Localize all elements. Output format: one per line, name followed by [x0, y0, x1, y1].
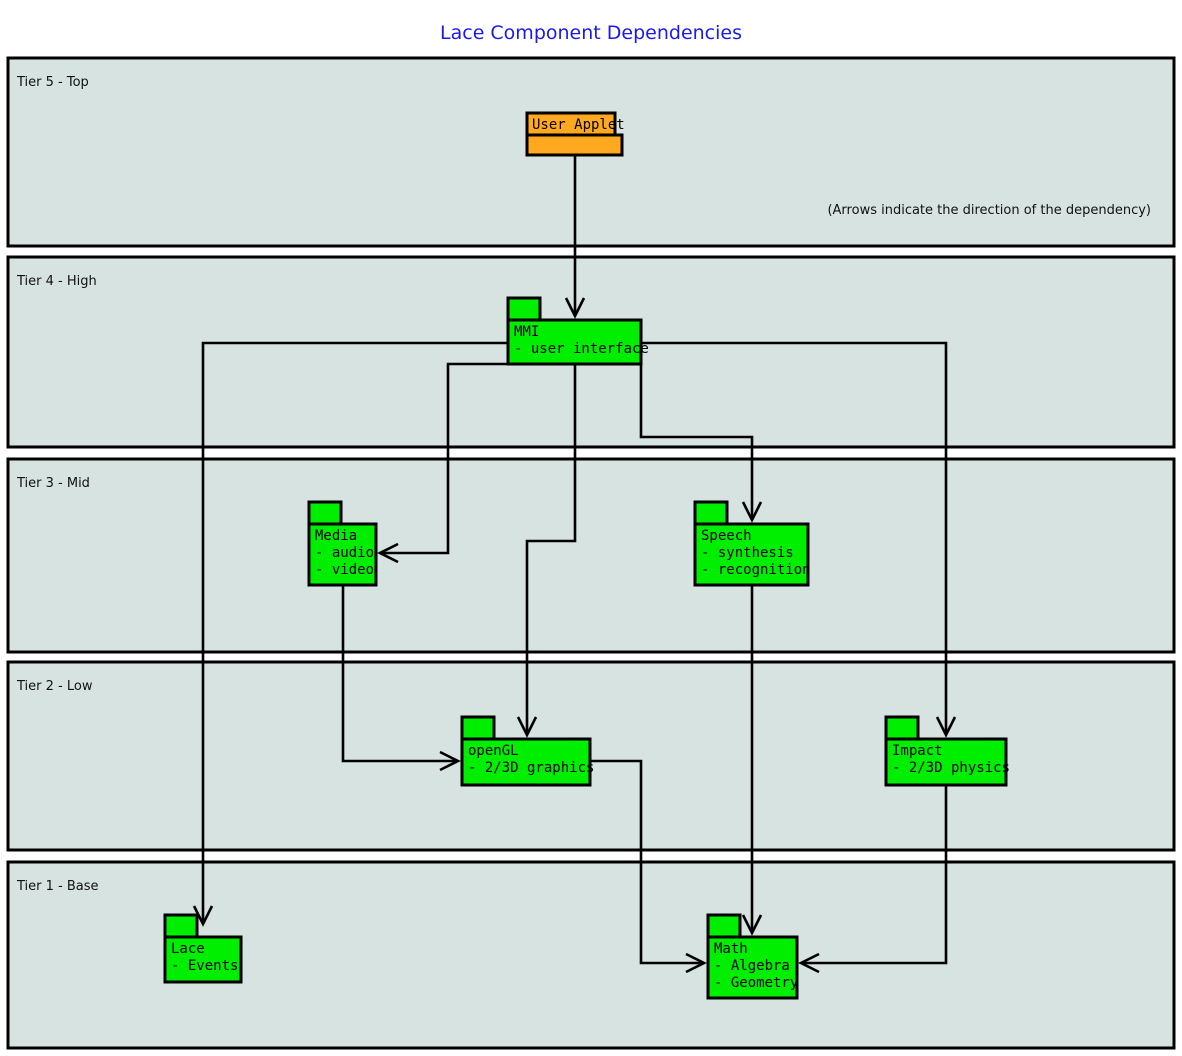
component-tab: [307, 500, 343, 526]
component-detail-line: - synthesis: [701, 545, 794, 561]
component-label: Impact: [892, 743, 943, 759]
component-body: [307, 522, 378, 587]
dependency-impact-to-math: [798, 785, 948, 974]
dependency-line: [201, 341, 508, 924]
component-body: [525, 133, 624, 157]
component-detail-line: - 2/3D graphics: [468, 760, 594, 776]
component-label: Media: [315, 528, 357, 544]
dependency-arrowhead: [564, 297, 586, 319]
component-user-applet[interactable]: User Applet: [525, 111, 625, 157]
component-detail-line: - 2/3D physics: [892, 760, 1010, 776]
component-label: User Applet: [532, 117, 625, 133]
dependency-arrowhead: [439, 750, 461, 772]
component-tab: [706, 913, 742, 939]
component-detail-line: - Algebra: [714, 958, 790, 974]
dependency-mmi-to-lace: [192, 341, 508, 927]
component-mmi[interactable]: MMI- user interface: [506, 296, 649, 366]
component-tab: [506, 296, 542, 322]
component-detail-line: - user interface: [514, 341, 649, 357]
tier-label: Tier 4 - High: [16, 274, 97, 289]
component-label: Lace: [171, 941, 205, 957]
component-label: Speech: [701, 528, 752, 544]
component-label: MMI: [514, 324, 539, 340]
dependency-applet-to-mmi: [564, 155, 586, 319]
component-detail-line: - recognition: [701, 562, 811, 578]
legend-note: (Arrows indicate the direction of the de…: [827, 203, 1151, 218]
dependency-arrowhead: [741, 501, 763, 523]
component-body: [506, 318, 643, 366]
tier-label: Tier 2 - Low: [16, 679, 93, 694]
dependency-media-to-opengl: [341, 585, 461, 772]
component-detail-line: - Events: [171, 958, 238, 974]
dependency-line: [639, 364, 754, 520]
component-opengl[interactable]: openGL- 2/3D graphics: [460, 715, 594, 787]
dependency-arrowhead: [685, 952, 707, 974]
component-impact[interactable]: Impact- 2/3D physics: [884, 715, 1010, 787]
component-label: openGL: [468, 743, 519, 759]
component-media[interactable]: Media- audio- video: [307, 500, 378, 587]
component-label: Math: [714, 941, 748, 957]
dependency-speech-to-math: [741, 585, 763, 936]
component-body: [163, 935, 243, 984]
dependency-mmi-to-speech: [639, 364, 763, 523]
tier-label: Tier 3 - Mid: [16, 476, 90, 491]
dependency-arrowhead: [516, 716, 538, 738]
component-body: [884, 737, 1008, 787]
component-detail-line: - Geometry: [714, 975, 798, 991]
dependency-arrows: [192, 155, 957, 974]
component-body: [693, 522, 810, 587]
dependency-line: [380, 362, 508, 555]
dependency-mmi-to-impact: [641, 341, 957, 738]
dependency-mmi-to-opengl: [516, 364, 577, 738]
dependency-arrowhead: [192, 905, 214, 927]
component-detail-line: - audio: [315, 545, 374, 561]
tier-band-rect: [6, 457, 1176, 654]
component-body: [460, 737, 592, 787]
component-tab: [460, 715, 496, 741]
dependency-line: [641, 341, 948, 735]
component-detail-line: - video: [315, 562, 374, 578]
tier-label: Tier 1 - Base: [16, 879, 99, 894]
dependency-line: [341, 585, 458, 763]
tier-label: Tier 5 - Top: [16, 75, 89, 90]
page-title: Lace Component Dependencies: [440, 22, 742, 44]
dependency-line: [525, 364, 577, 735]
component-tab: [163, 913, 199, 939]
component-body: [706, 935, 799, 1000]
dependency-arrowhead: [377, 542, 399, 564]
dependency-opengl-to-math: [590, 759, 707, 974]
component-tab: [693, 500, 729, 526]
component-lace[interactable]: Lace- Events: [163, 913, 243, 984]
dependency-line: [801, 785, 948, 965]
dependency-line: [590, 759, 704, 965]
component-speech[interactable]: Speech- synthesis- recognition: [693, 500, 811, 587]
dependency-arrowhead: [798, 952, 820, 974]
component-tab: [884, 715, 920, 741]
tier-band-tier3: Tier 3 - Mid: [6, 457, 1176, 654]
dependency-mmi-to-media: [377, 362, 508, 564]
dependency-arrowhead: [935, 716, 957, 738]
dependency-arrowhead: [741, 914, 763, 936]
component-math[interactable]: Math- Algebra- Geometry: [706, 913, 799, 1000]
